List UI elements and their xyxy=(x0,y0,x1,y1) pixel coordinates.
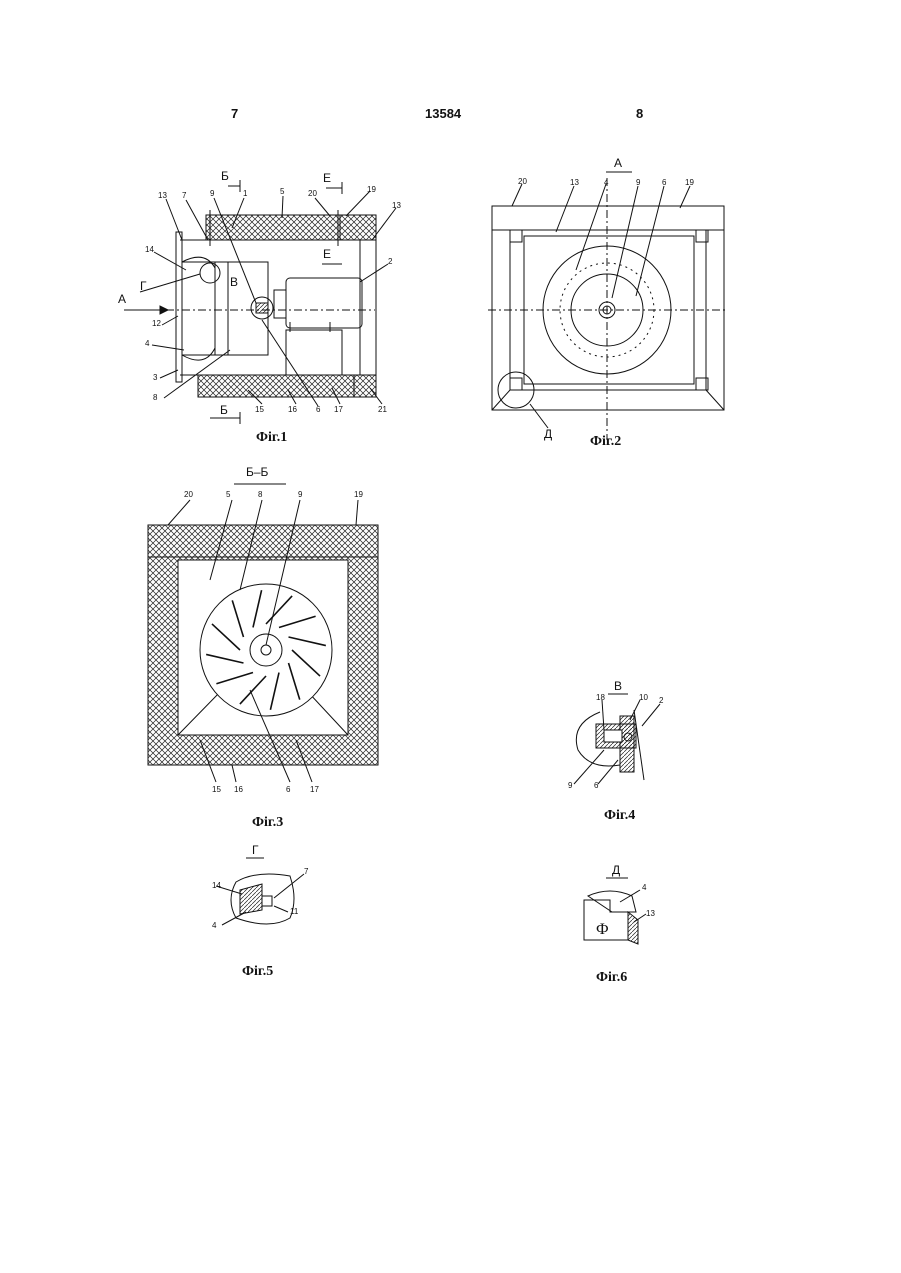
fig5-label-14: 14 xyxy=(212,881,221,890)
fig1-section-b-bottom: Б xyxy=(220,403,228,417)
fig1-section-e-top: Е xyxy=(323,171,331,185)
fig3-label-8: 8 xyxy=(258,490,263,499)
fig4-title: В xyxy=(614,679,622,693)
fig5-title: Г xyxy=(252,843,259,857)
figure-5: Г 14 7 4 11 xyxy=(212,843,309,930)
fig1-label-3: 3 xyxy=(153,373,158,382)
fig1-label-9: 9 xyxy=(210,189,215,198)
fig3-label-19: 19 xyxy=(354,490,363,499)
fig3-label-9: 9 xyxy=(298,490,303,499)
fig2-label-19: 19 xyxy=(685,178,694,187)
figure-6: Д Ф 4 13 xyxy=(584,863,655,944)
fig1-label-19: 19 xyxy=(367,185,376,194)
fig2-title: А xyxy=(614,156,622,170)
figure-3: Б–Б 20 5 8 9 19 15 16 6 17 xyxy=(148,465,378,794)
fig2-label-20: 20 xyxy=(518,177,527,186)
figure-1: Б Е Е Б xyxy=(118,169,401,424)
fig1-label-14: 14 xyxy=(145,245,154,254)
fig1-label-1: 1 xyxy=(243,189,248,198)
fig6-label-4: 4 xyxy=(642,883,647,892)
fig1-label-21: 21 xyxy=(378,405,387,414)
fig2-label-9: 9 xyxy=(636,178,641,187)
fig1-label-13b: 13 xyxy=(392,201,401,210)
fig3-label-17: 17 xyxy=(310,785,319,794)
fig4-label-6: 6 xyxy=(594,781,599,790)
fig2-caption: Фіг.2 xyxy=(590,434,621,450)
fig3-label-5: 5 xyxy=(226,490,231,499)
fig6-caption: Фіг.6 xyxy=(596,970,627,986)
fig3-label-20: 20 xyxy=(184,490,193,499)
fig1-view-v: В xyxy=(230,275,238,289)
fig6-symbol: Ф xyxy=(596,921,609,938)
fig5-caption: Фіг.5 xyxy=(242,964,273,980)
fig4-caption: Фіг.4 xyxy=(604,808,635,824)
fig1-label-17: 17 xyxy=(334,405,343,414)
fig4-label-2: 2 xyxy=(659,696,664,705)
fig1-caption: Фіг.1 xyxy=(256,430,287,446)
fig4-label-9: 9 xyxy=(568,781,573,790)
fig3-title: Б–Б xyxy=(246,465,269,479)
fig5-label-7: 7 xyxy=(304,867,309,876)
fig3-label-16: 16 xyxy=(234,785,243,794)
fig1-label-4: 4 xyxy=(145,339,150,348)
fig1-label-6: 6 xyxy=(316,405,321,414)
figure-4: В 18 10 2 9 6 xyxy=(568,679,664,790)
fig1-section-b-top: Б xyxy=(221,169,229,183)
fig1-arrow-a: А xyxy=(118,292,126,306)
fig2-view-d: Д xyxy=(544,427,552,441)
fig1-label-16: 16 xyxy=(288,405,297,414)
fig1-label-13a: 13 xyxy=(158,191,167,200)
fig4-label-10: 10 xyxy=(639,693,648,702)
fig1-label-15: 15 xyxy=(255,405,264,414)
fig1-label-20: 20 xyxy=(308,189,317,198)
fig1-section-e-mid: Е xyxy=(323,247,331,261)
fig4-label-18: 18 xyxy=(596,693,605,702)
fig2-label-4: 4 xyxy=(604,178,609,187)
fig5-label-4: 4 xyxy=(212,921,217,930)
fig1-label-8: 8 xyxy=(153,393,158,402)
fig2-label-6: 6 xyxy=(662,178,667,187)
fig3-label-6: 6 xyxy=(286,785,291,794)
fig1-label-7: 7 xyxy=(182,191,187,200)
fig1-label-5: 5 xyxy=(280,187,285,196)
fig6-label-13: 13 xyxy=(646,909,655,918)
figure-2: А Д 20 13 4 xyxy=(488,156,726,441)
fig3-label-15: 15 xyxy=(212,785,221,794)
fig1-label-2: 2 xyxy=(388,257,393,266)
fig5-label-11: 11 xyxy=(290,907,299,916)
fig1-label-12: 12 xyxy=(152,319,161,328)
fig6-title: Д xyxy=(612,863,620,877)
fig2-label-13: 13 xyxy=(570,178,579,187)
fig3-caption: Фіг.3 xyxy=(252,815,283,831)
